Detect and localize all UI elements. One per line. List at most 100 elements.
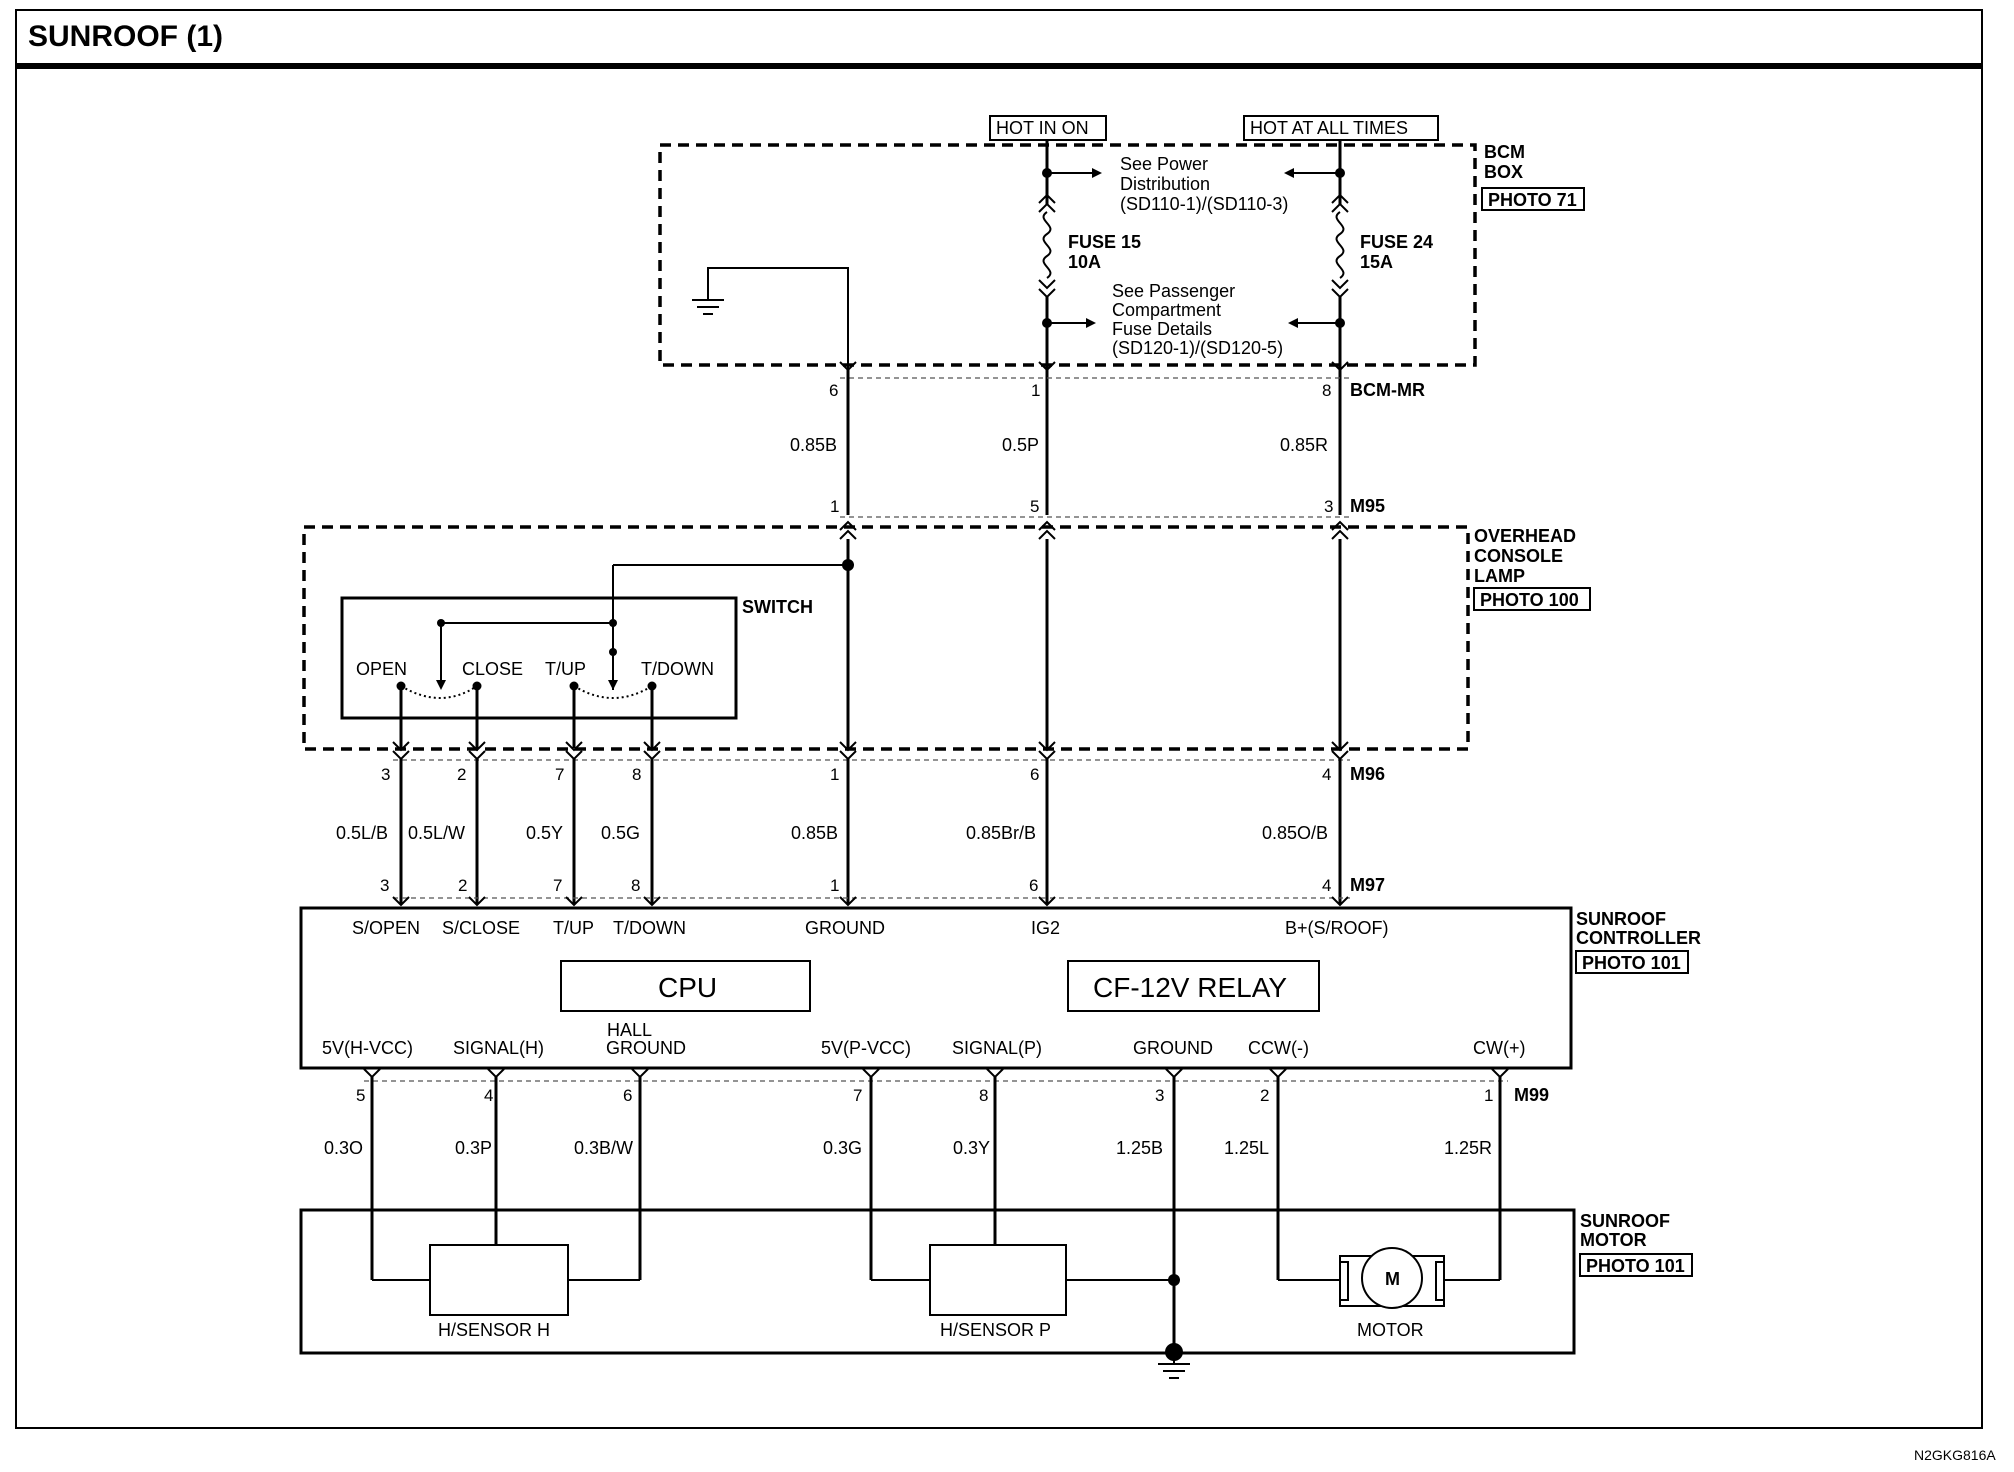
hot-at-all-times-label: HOT AT ALL TIMES bbox=[1250, 118, 1408, 138]
term-ground-top: GROUND bbox=[805, 918, 885, 938]
bcm-pin-8: 8 bbox=[1322, 381, 1331, 400]
m99-pin-7: 7 bbox=[853, 1086, 862, 1105]
wire-0-5lb: 0.5L/B bbox=[336, 823, 388, 843]
bcm-box-outline bbox=[658, 143, 1477, 367]
figure-code: N2GKG816A bbox=[1914, 1447, 1996, 1463]
wire-0-3g: 0.3G bbox=[823, 1138, 862, 1158]
m97-pin-3: 3 bbox=[380, 876, 389, 895]
term-ccw: CCW(-) bbox=[1248, 1038, 1309, 1058]
relay-label: CF-12V RELAY bbox=[1093, 972, 1287, 1003]
m97-pin-6: 6 bbox=[1029, 876, 1038, 895]
motor-label: MOTOR bbox=[1357, 1320, 1424, 1340]
controller-photo-label: PHOTO 101 bbox=[1582, 953, 1681, 973]
term-5v-pvcc: 5V(P-VCC) bbox=[821, 1038, 911, 1058]
motor-m-label: M bbox=[1385, 1269, 1400, 1289]
fuse-15-rating: 10A bbox=[1068, 252, 1101, 272]
term-ig2: IG2 bbox=[1031, 918, 1060, 938]
term-b-plus: B+(S/ROOF) bbox=[1285, 918, 1389, 938]
wire-1-25l: 1.25L bbox=[1224, 1138, 1269, 1158]
bcm-box-label-1: BCM bbox=[1484, 142, 1525, 162]
sunroof-controller: SUNROOF CONTROLLER PHOTO 101 S/OPEN S/CL… bbox=[299, 906, 1701, 1070]
chassis-ground-icon bbox=[1158, 1363, 1190, 1379]
motor-assembly-label-2: MOTOR bbox=[1580, 1230, 1647, 1250]
hot-in-on-label: HOT IN ON bbox=[996, 118, 1089, 138]
m99-pin-8: 8 bbox=[979, 1086, 988, 1105]
wire-0-5g: 0.5G bbox=[601, 823, 640, 843]
overhead-photo-label: PHOTO 100 bbox=[1480, 590, 1579, 610]
fuse-24-label: FUSE 24 bbox=[1360, 232, 1433, 252]
wire-0-85brb: 0.85Br/B bbox=[966, 823, 1036, 843]
wire-0-5y: 0.5Y bbox=[526, 823, 563, 843]
switch-label: SWITCH bbox=[742, 597, 813, 617]
bcm-photo-label: PHOTO 71 bbox=[1488, 190, 1577, 210]
bcm-pin-1: 1 bbox=[1031, 381, 1040, 400]
cpu-box bbox=[560, 960, 811, 1012]
term-signal-h: SIGNAL(H) bbox=[453, 1038, 544, 1058]
m97-label: M97 bbox=[1350, 875, 1385, 895]
overhead-console-lamp: OVERHEAD CONSOLE LAMP PHOTO 100 SWITCH O… bbox=[302, 520, 1591, 751]
bcm-mr-label: BCM-MR bbox=[1350, 380, 1425, 400]
m97-pin-4: 4 bbox=[1322, 876, 1331, 895]
page-frame bbox=[15, 9, 1983, 1429]
controller-label-2: CONTROLLER bbox=[1576, 928, 1701, 948]
see-passenger-line4: (SD120-1)/(SD120-5) bbox=[1112, 338, 1283, 358]
motor-photo-box bbox=[1579, 1253, 1693, 1277]
term-hall-ground: GROUND bbox=[606, 1038, 686, 1058]
overhead-outline bbox=[302, 525, 1470, 751]
hall-sensor-p-label: H/SENSOR P bbox=[940, 1320, 1051, 1340]
page-title: SUNROOF (1) bbox=[28, 20, 223, 53]
term-s-close: S/CLOSE bbox=[442, 918, 520, 938]
wire-0-85ob: 0.85O/B bbox=[1262, 823, 1328, 843]
term-5v-hvcc: 5V(H-VCC) bbox=[322, 1038, 413, 1058]
hall-sensor-h bbox=[429, 1244, 569, 1316]
m99-pin-3: 3 bbox=[1155, 1086, 1164, 1105]
see-power-line2: Distribution bbox=[1120, 174, 1210, 194]
controller-label-1: SUNROOF bbox=[1576, 909, 1666, 929]
bcm-box-label-2: BOX bbox=[1484, 162, 1523, 182]
m97-pin-8: 8 bbox=[631, 876, 640, 895]
term-t-up: T/UP bbox=[553, 918, 594, 938]
m99-pin-6: 6 bbox=[623, 1086, 632, 1105]
overhead-photo-box bbox=[1473, 587, 1591, 611]
bcm-box: BCM BOX PHOTO 71 HOT IN ON HOT AT ALL TI… bbox=[658, 115, 1585, 380]
m96-pin-1: 1 bbox=[830, 765, 839, 784]
m99-pin-2: 2 bbox=[1260, 1086, 1269, 1105]
overhead-label-1: OVERHEAD bbox=[1474, 526, 1576, 546]
see-passenger-line1: See Passenger bbox=[1112, 281, 1235, 301]
bcm-photo-box bbox=[1481, 187, 1585, 211]
wire-0-85r: 0.85R bbox=[1280, 435, 1328, 455]
m99-pin-4: 4 bbox=[484, 1086, 493, 1105]
m97-pin-1: 1 bbox=[830, 876, 839, 895]
m96-label: M96 bbox=[1350, 764, 1385, 784]
see-power-line3: (SD110-1)/(SD110-3) bbox=[1120, 194, 1288, 214]
m96-pin-7: 7 bbox=[555, 765, 564, 784]
m95-pin-1: 1 bbox=[830, 497, 839, 516]
wire-1-25b: 1.25B bbox=[1116, 1138, 1163, 1158]
m95-pin-3: 3 bbox=[1324, 497, 1333, 516]
ground-icon bbox=[692, 299, 724, 315]
m99-pin-5: 5 bbox=[356, 1086, 365, 1105]
term-t-down: T/DOWN bbox=[613, 918, 686, 938]
switch-close-label: CLOSE bbox=[462, 659, 523, 679]
wire-0-85b-top: 0.85B bbox=[790, 435, 837, 455]
overhead-label-2: CONSOLE bbox=[1474, 546, 1563, 566]
fuse-24-icon bbox=[1335, 211, 1345, 279]
motor-assembly-label-1: SUNROOF bbox=[1580, 1211, 1670, 1231]
wire-0-3p: 0.3P bbox=[455, 1138, 492, 1158]
motor-assembly-box bbox=[299, 1208, 1576, 1355]
m99-label: M99 bbox=[1514, 1085, 1549, 1105]
wire-0-85b-mid: 0.85B bbox=[791, 823, 838, 843]
wire-0-5lw: 0.5L/W bbox=[408, 823, 465, 843]
controller-box bbox=[299, 906, 1573, 1070]
term-signal-p: SIGNAL(P) bbox=[952, 1038, 1042, 1058]
m95-label: M95 bbox=[1350, 496, 1385, 516]
bcm-to-m95-wiring: 6 1 8 BCM-MR 0.85B 0.5P 0.85R 1 5 3 M95 bbox=[790, 361, 1425, 518]
motor-photo-label: PHOTO 101 bbox=[1586, 1256, 1685, 1276]
cpu-label: CPU bbox=[658, 972, 717, 1003]
relay-box bbox=[1067, 960, 1320, 1012]
controller-photo-box bbox=[1575, 950, 1689, 974]
switch-open-label: OPEN bbox=[356, 659, 407, 679]
switch-tup-label: T/UP bbox=[545, 659, 586, 679]
overhead-label-3: LAMP bbox=[1474, 566, 1525, 586]
